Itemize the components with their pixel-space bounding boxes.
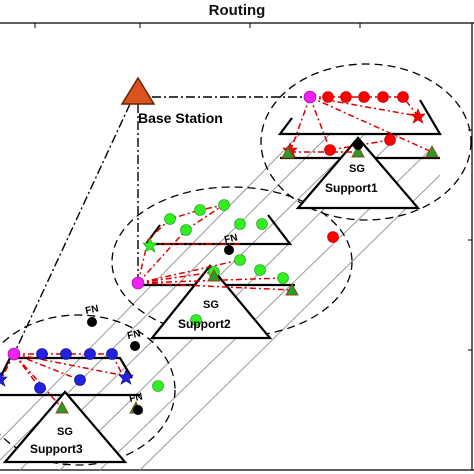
support3-label: Support3 [30,442,83,456]
triangle-marker [281,145,295,159]
sensor-node [358,91,370,103]
sensor-node [218,199,230,211]
fn-label: FN [84,303,99,317]
triangle-marker [207,268,221,282]
fn-label: FN [223,232,238,246]
cluster2-nodes [142,199,289,326]
sensor-node [36,348,48,360]
cluster3-head [7,347,21,361]
star-node [410,108,426,124]
triangle-marker [55,400,69,414]
sensor-node [194,204,206,216]
sensor-node [164,213,176,225]
sensor-node [34,382,46,394]
sensor-node [327,231,339,243]
fn-label: FN [126,328,141,342]
base-station-icon [120,76,156,105]
triangle-marker [351,144,365,158]
support1-label: Support1 [325,181,378,195]
cluster3-boundary [0,314,176,466]
support2-label: Support2 [178,317,231,331]
sensor-node [180,224,192,236]
fog-node [353,140,363,150]
cluster-routes [0,96,433,409]
sensor-node [377,91,389,103]
sensor-node [234,218,246,230]
sensor-node [277,272,289,284]
fog-node-labels: FN FN FN FN [84,232,238,405]
sg2-label: SG [203,299,219,311]
sensor-node [254,264,266,276]
triangle-marker [285,282,299,296]
cluster2-boundary [111,186,353,338]
sensor-node [256,218,268,230]
sg1-label: SG [349,163,365,175]
cluster1-head [303,90,317,104]
sensor-node [74,374,86,386]
relay-node [152,380,164,392]
sensor-node [340,91,352,103]
sensor-node [84,348,96,360]
fn-label: FN [128,391,143,405]
sensor-node [397,91,409,103]
support1-structure [277,99,442,210]
diagram-title: Routing [208,2,266,19]
sensor-node [60,348,72,360]
base-station-label: Base Station [138,110,223,126]
cluster-boundaries [0,63,472,466]
sensor-node [234,254,246,266]
fog-node [130,341,140,351]
sensor-node [324,144,336,156]
fog-node [87,317,97,327]
fog-node [224,245,234,255]
star-node [142,237,158,253]
cluster1-nodes [282,91,426,243]
cluster2-head [131,276,145,290]
cluster3-nodes [0,348,134,394]
triangle-marker [425,144,439,158]
fog-nodes [87,140,363,415]
cluster1-boundary [260,63,472,221]
star-node [0,371,8,387]
sensor-node [106,348,118,360]
fog-node [133,405,143,415]
sensor-node [190,314,202,326]
sensor-node [322,91,334,103]
plot-frame [0,22,474,471]
sg3-label: SG [57,426,73,438]
star-node [118,369,134,385]
sensor-node [384,134,396,146]
base-station-links [14,96,310,353]
